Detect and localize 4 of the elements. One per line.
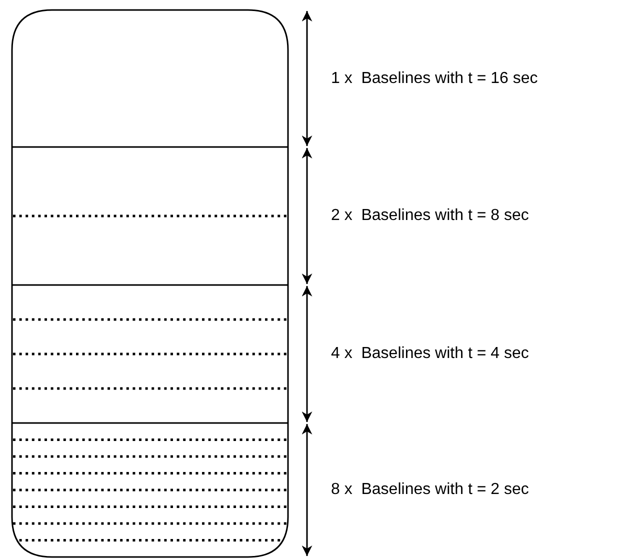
- dimension-label: 2 x Baselines with t = 8 sec: [331, 206, 529, 226]
- dimension-label: 4 x Baselines with t = 4 sec: [331, 344, 529, 364]
- dimension-label: 1 x Baselines with t = 16 sec: [331, 68, 538, 88]
- dimension-label: 8 x Baselines with t = 2 sec: [331, 480, 529, 500]
